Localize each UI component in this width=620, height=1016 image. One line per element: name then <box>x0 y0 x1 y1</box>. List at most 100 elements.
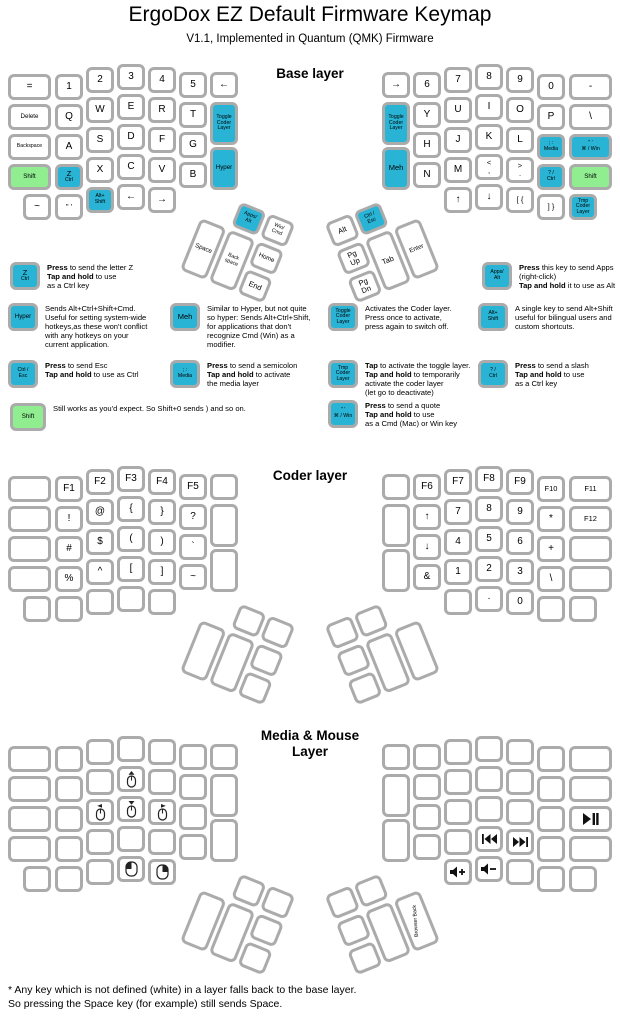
legend-key-meh: Meh <box>170 303 200 331</box>
blank-key <box>382 474 410 500</box>
key-symbol: + <box>537 536 565 562</box>
key-ctrl: ? /Ctrl <box>478 360 508 388</box>
key-n: N <box>413 162 441 188</box>
blank-key <box>569 776 612 802</box>
key-symbol: <, <box>475 154 503 180</box>
key-shift: Shift <box>8 164 51 190</box>
legend-key-hyper: Hyper <box>8 303 38 331</box>
blank-key <box>569 746 612 772</box>
blank-key <box>117 736 145 762</box>
key-prev-track <box>475 826 503 852</box>
footnote: * Any key which is not defined (white) i… <box>8 984 356 1011</box>
blank-key <box>117 586 145 612</box>
key-h: H <box>413 132 441 158</box>
key-u: U <box>444 97 472 123</box>
key-symbol: ) <box>148 529 176 555</box>
key-f8: F8 <box>475 466 503 492</box>
key-8: 8 <box>475 64 503 90</box>
key-symbol: % <box>55 566 83 592</box>
blank-key <box>179 744 207 770</box>
key-play-pause <box>569 806 612 832</box>
blank-key <box>86 589 114 615</box>
key-s: S <box>86 127 114 153</box>
key-symbol: [ <box>117 556 145 582</box>
key-f2: F2 <box>86 469 114 495</box>
blank-key <box>569 536 612 562</box>
mouse-button-right-icon <box>155 864 169 880</box>
blank-key <box>8 776 51 802</box>
key-1: 1 <box>55 74 83 100</box>
key-0: 0 <box>537 74 565 100</box>
key-f6: F6 <box>413 474 441 500</box>
blank-key <box>86 769 114 795</box>
blank-key <box>8 806 51 832</box>
key-x: X <box>86 157 114 183</box>
blank-key <box>382 504 410 547</box>
key-6: 6 <box>413 72 441 98</box>
key-backspace: Backspace <box>8 134 51 160</box>
prev-track-icon <box>481 834 497 844</box>
key-f9: F9 <box>506 469 534 495</box>
key-meh: Meh <box>382 147 410 190</box>
key-shift: Shift <box>569 164 612 190</box>
blank-key <box>475 796 503 822</box>
key-3: 3 <box>506 559 534 585</box>
legend-text-hyper: Sends Alt+Ctrl+Shift+Cmd. Useful for set… <box>45 304 148 350</box>
key-symbol: · <box>475 586 503 612</box>
blank-key <box>55 806 83 832</box>
key-alt-shift: Alt+Shift <box>86 187 114 213</box>
blank-key <box>413 774 441 800</box>
key-mouse-up <box>117 766 145 792</box>
key-symbol: ← <box>210 72 238 98</box>
key-symbol: ~ <box>179 564 207 590</box>
key-symbol: } <box>148 499 176 525</box>
key-f: F <box>148 127 176 153</box>
legend-key-slash-ctrl: ? /Ctrl <box>478 360 508 388</box>
blank-key <box>8 536 51 562</box>
key-j: J <box>444 127 472 153</box>
key-5: 5 <box>475 526 503 552</box>
blank-key <box>148 589 176 615</box>
blank-key <box>55 776 83 802</box>
key-b: B <box>179 162 207 188</box>
key-win: " '⌘ / Win <box>328 400 358 428</box>
blank-key <box>537 596 565 622</box>
key-symbol: → <box>382 72 410 98</box>
key-f12: F12 <box>569 506 612 532</box>
key-mouse-button-right <box>148 859 176 885</box>
key-f1: F1 <box>55 476 83 502</box>
key-symbol: ← <box>117 184 145 210</box>
key-symbol: $ <box>86 529 114 555</box>
key-next-track <box>506 829 534 855</box>
blank-key <box>148 829 176 855</box>
footnote-line1: * Any key which is not defined (white) i… <box>8 984 357 996</box>
key-r: R <box>148 97 176 123</box>
blank-key <box>569 566 612 592</box>
key-8: 8 <box>475 496 503 522</box>
blank-key <box>117 826 145 852</box>
blank-key <box>537 746 565 772</box>
blank-key <box>86 829 114 855</box>
key-symbol: ( <box>117 526 145 552</box>
blank-key <box>86 859 114 885</box>
blank-key <box>210 504 238 547</box>
legend-text-semicolon-media: Press to send a semicolon Tap and hold t… <box>207 361 298 389</box>
blank-key <box>55 836 83 862</box>
key-ctrl-esc: Ctrl /Esc <box>8 360 38 388</box>
key-symbol: " ' <box>55 194 83 220</box>
key-symbol: & <box>413 564 441 590</box>
legend-key-semicolon-media: ; :Media <box>170 360 200 388</box>
blank-key <box>210 744 238 770</box>
page-title: ErgoDox EZ Default Firmware Keymap <box>128 3 492 26</box>
